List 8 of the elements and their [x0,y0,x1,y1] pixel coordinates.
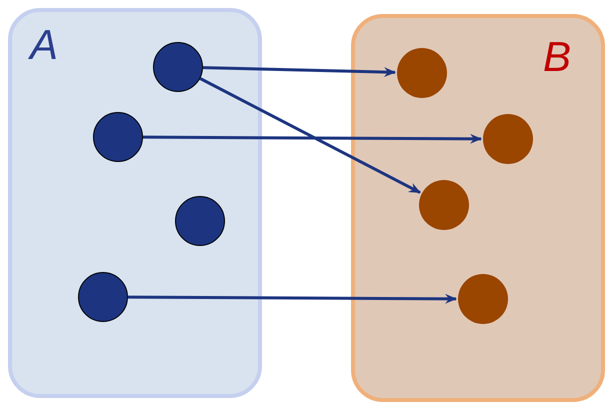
set-box [351,14,605,402]
arrow [200,77,421,194]
set-box [8,8,262,398]
set-label: B [542,36,571,78]
set-label: A [30,24,58,66]
arrow [143,134,482,144]
arrow [128,294,457,304]
arrow [202,66,396,78]
